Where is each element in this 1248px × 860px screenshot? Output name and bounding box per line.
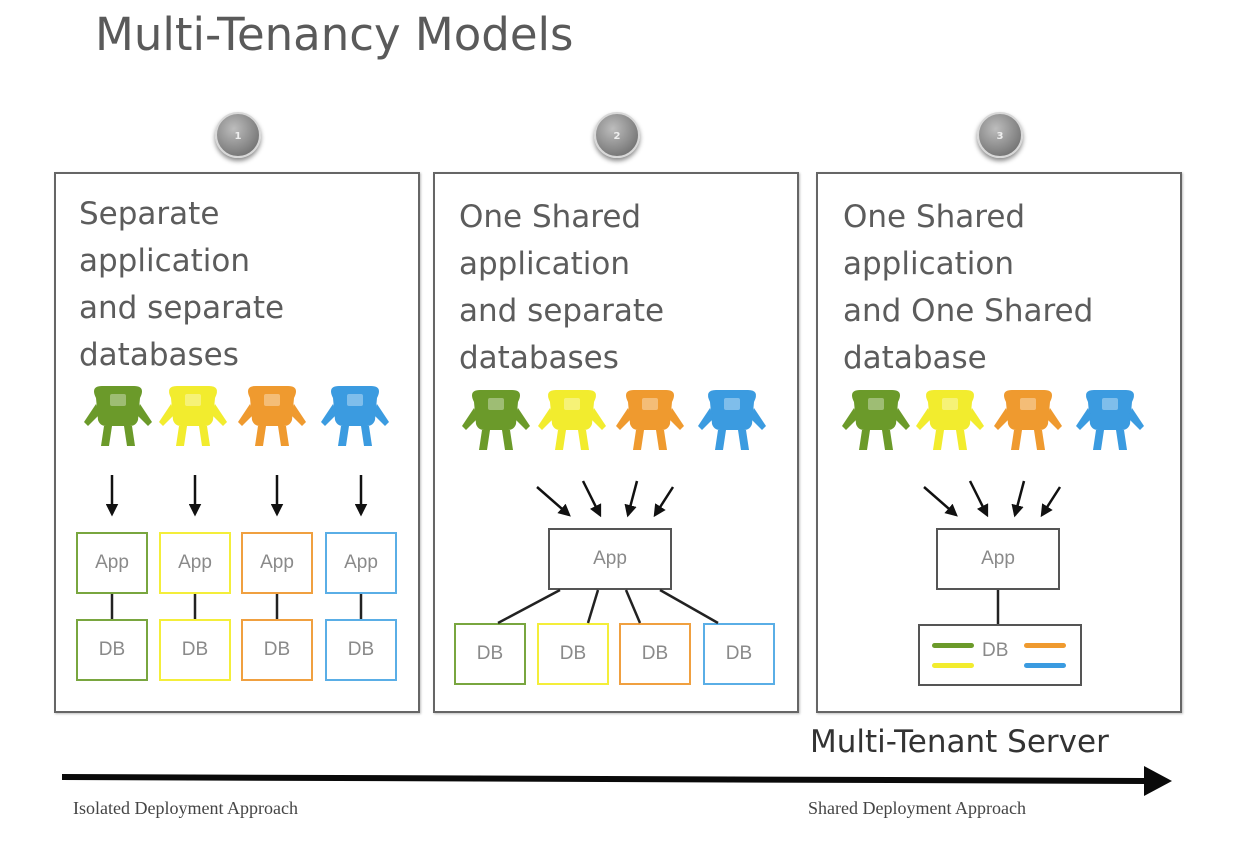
- connector-line: [659, 588, 719, 625]
- arrow-icon: [653, 486, 675, 518]
- tenant-figure-icon: [321, 386, 389, 446]
- connector-line: [586, 589, 600, 624]
- db-box-orange: DB: [241, 619, 313, 681]
- deployment-axis-arrow: [61, 774, 1151, 784]
- db-box-blue: DB: [325, 619, 397, 681]
- tenant-figure-icon: [616, 390, 684, 450]
- db-box-yellow: DB: [159, 619, 231, 681]
- arrow-icon: [968, 480, 989, 518]
- tenant-figure-icon: [159, 386, 227, 446]
- model-panel-2: One Shared application and separate data…: [433, 172, 799, 713]
- db-box-blue: DB: [703, 623, 775, 685]
- diagram-title: Multi-Tenancy Models: [95, 8, 574, 61]
- model-number-badge-2: 2: [594, 112, 640, 158]
- tenant-figure-icon: [538, 390, 606, 450]
- panel-heading: Separate application and separate databa…: [79, 196, 285, 373]
- model-number-badge-3: 3: [977, 112, 1023, 158]
- arrow-icon: [624, 480, 639, 518]
- panel-heading: One Shared application and One Shared da…: [843, 199, 1094, 376]
- tenant-bar-orange: [1024, 643, 1066, 648]
- tenant-figure-icon: [84, 386, 152, 446]
- tenant-bar-yellow: [932, 663, 974, 668]
- app-box-green: App: [76, 532, 148, 594]
- arrow-icon: [1040, 486, 1062, 518]
- db-box-green: DB: [76, 619, 148, 681]
- multi-tenant-server-label: Multi-Tenant Server: [810, 724, 1109, 760]
- app-box-orange: App: [241, 532, 313, 594]
- tenant-figure-icon: [994, 390, 1062, 450]
- tenant-figure-icon: [916, 390, 984, 450]
- panel-heading: One Shared application and separate data…: [459, 199, 665, 376]
- model-number-badge-1: 1: [215, 112, 261, 158]
- arrow-icon: [536, 486, 571, 517]
- db-box-yellow: DB: [537, 623, 609, 685]
- shared-app-box: App: [936, 528, 1060, 590]
- shared-db-box: DB: [918, 624, 1082, 686]
- tenant-bar-blue: [1024, 663, 1066, 668]
- db-box-green: DB: [454, 623, 526, 685]
- tenant-figure-icon: [842, 390, 910, 450]
- arrow-icon: [923, 486, 958, 517]
- connector-line: [624, 589, 642, 624]
- arrow-icon: [1011, 480, 1026, 518]
- arrowhead-icon: [1144, 766, 1172, 796]
- arrow-icon: [581, 480, 602, 518]
- app-box-yellow: App: [159, 532, 231, 594]
- tenant-bar-green: [932, 643, 974, 648]
- tenant-figure-icon: [1076, 390, 1144, 450]
- shared-approach-label: Shared Deployment Approach: [808, 798, 1026, 818]
- tenant-figure-icon: [462, 390, 530, 450]
- shared-app-box: App: [548, 528, 672, 590]
- tenant-figure-icon: [238, 386, 306, 446]
- tenant-figure-icon: [698, 390, 766, 450]
- isolated-approach-label: Isolated Deployment Approach: [73, 798, 298, 818]
- connector-line: [497, 588, 561, 625]
- app-box-blue: App: [325, 532, 397, 594]
- db-box-orange: DB: [619, 623, 691, 685]
- db-label: DB: [982, 640, 1009, 661]
